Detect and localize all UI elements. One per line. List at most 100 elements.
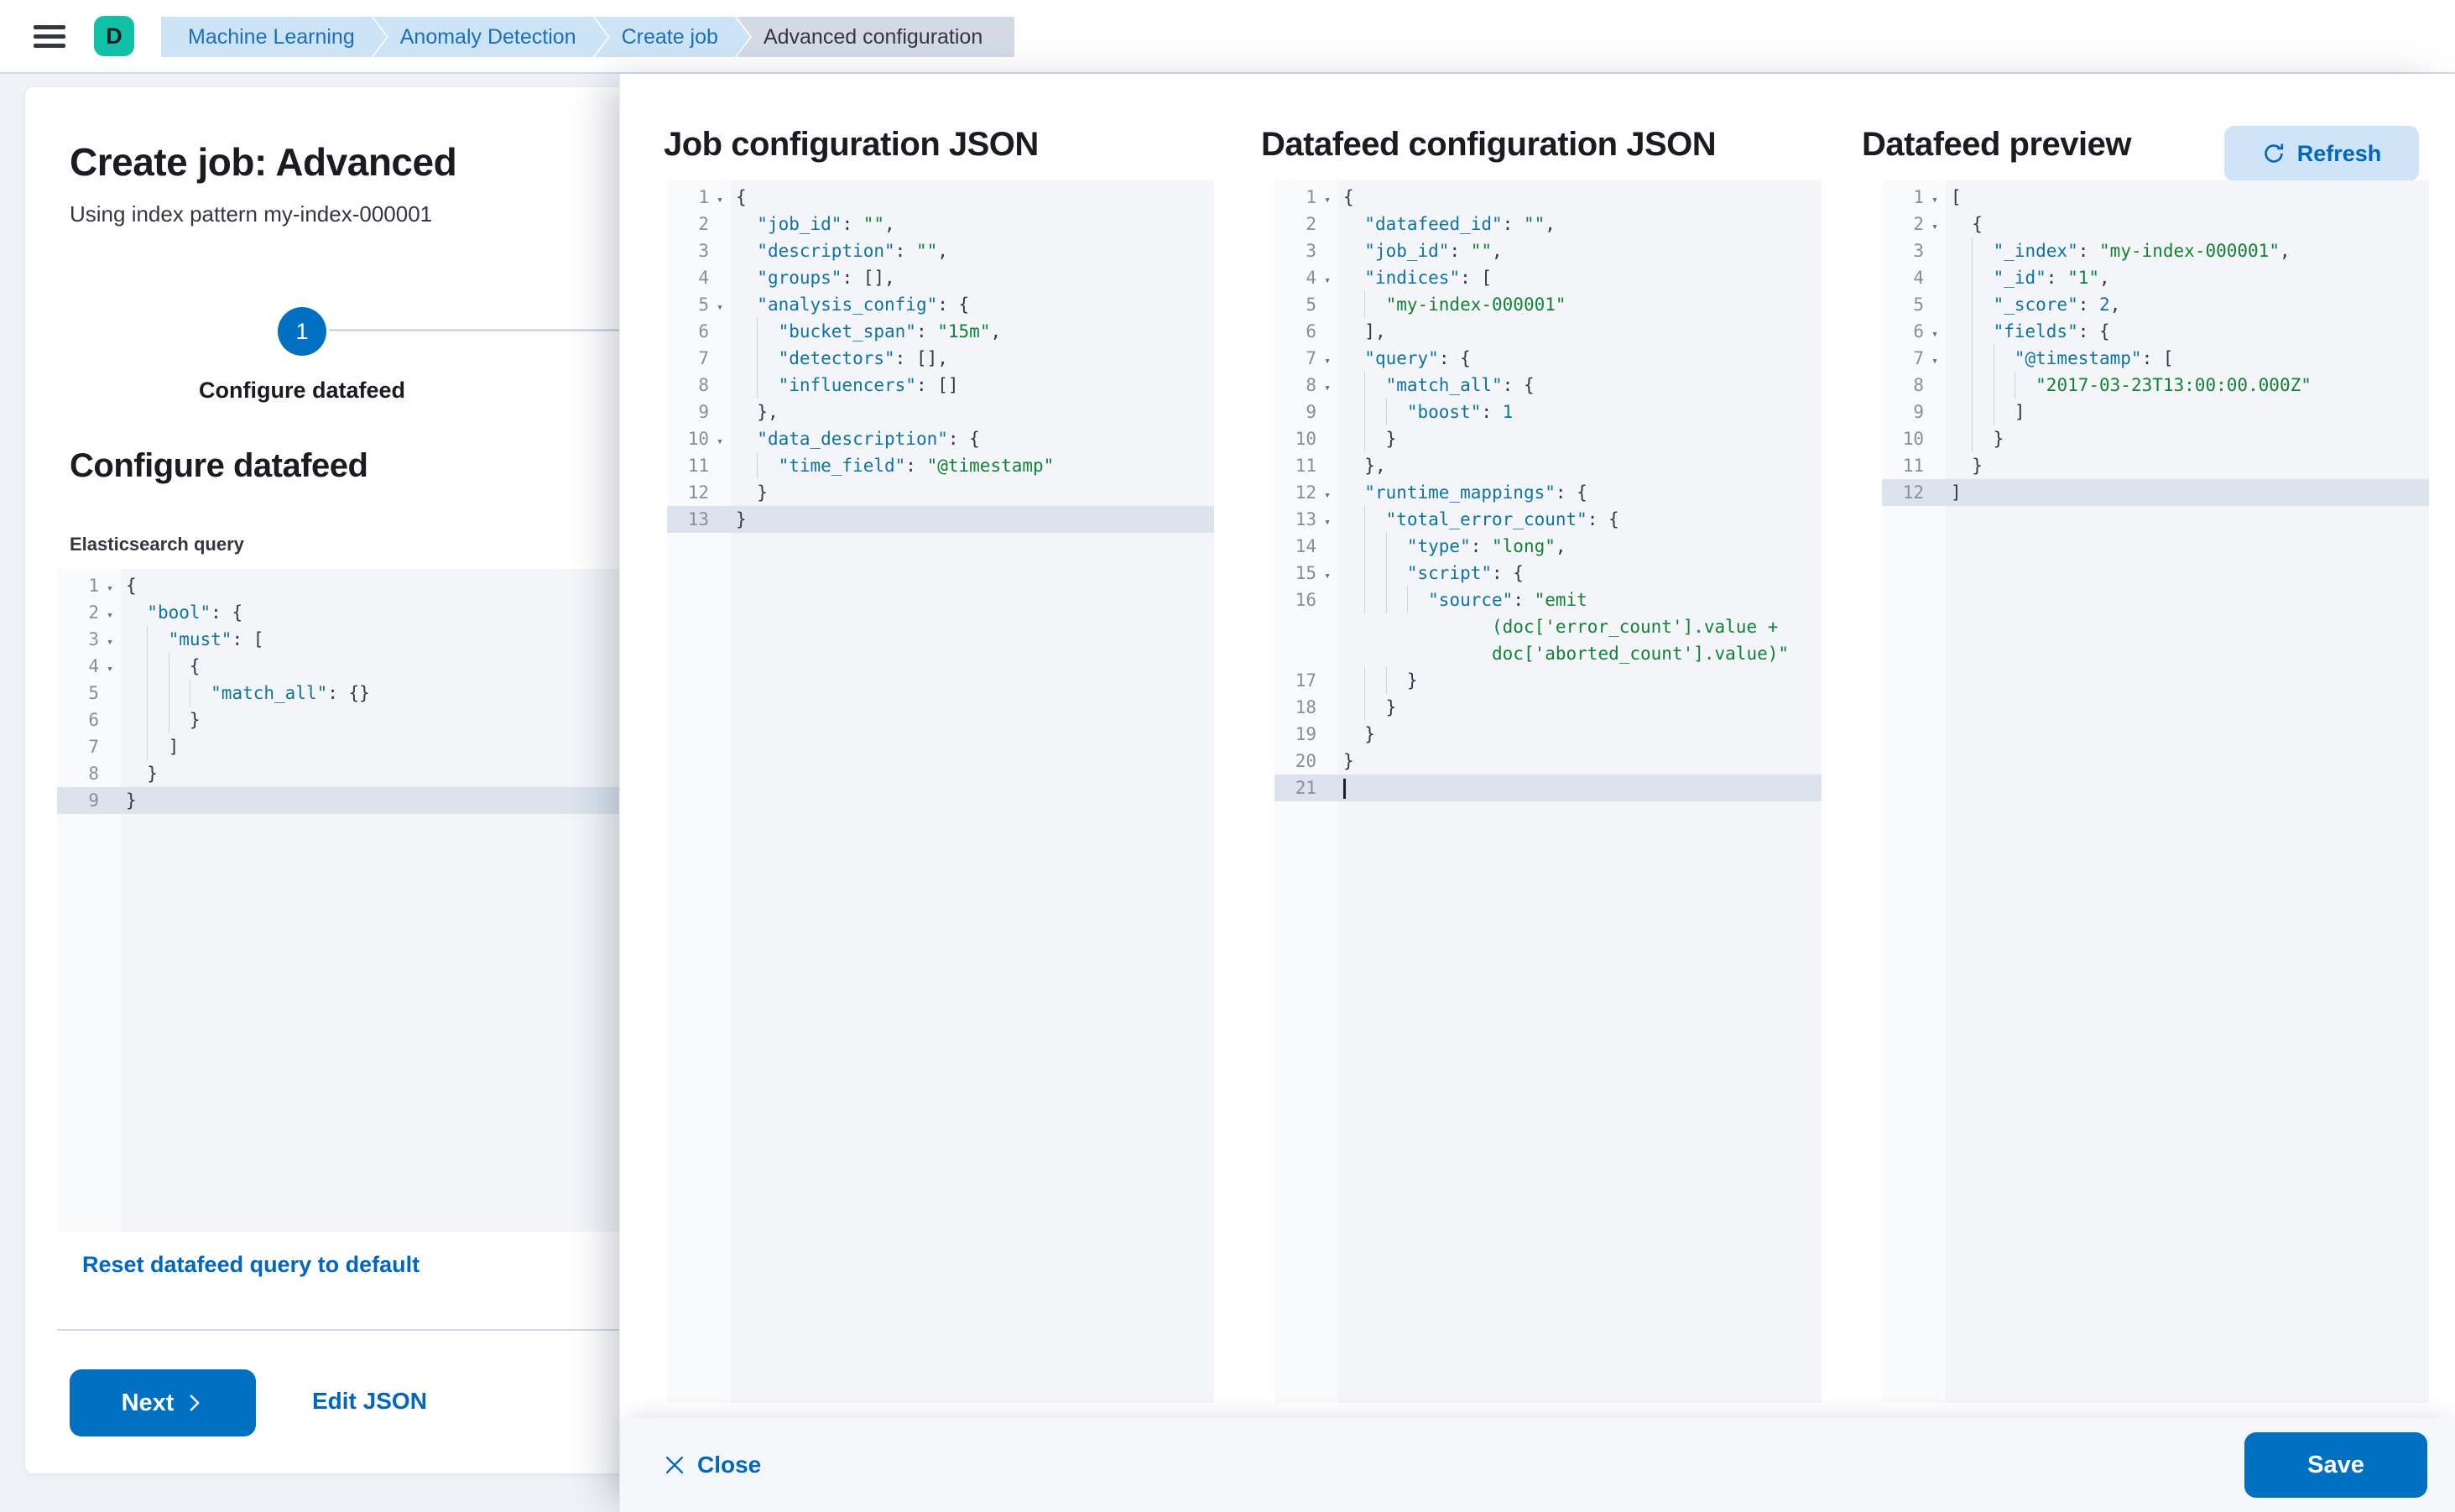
code-line[interactable]: 2 "datafeed_id": "", [1274,211,1822,237]
breadcrumb-item[interactable]: Anomaly Detection [373,17,608,57]
close-button[interactable]: Close [664,1418,761,1512]
next-button[interactable]: Next [70,1369,256,1436]
code-line[interactable]: 9 "boost": 1 [1274,399,1822,425]
code-line-wrap[interactable]: (doc['error_count'].value + [1492,617,1779,637]
code-line[interactable]: 12] [1882,479,2429,506]
fold-arrow-icon[interactable]: ▾ [1324,382,1331,394]
code-line[interactable]: 2 "job_id": "", [667,211,1214,237]
fold-arrow-icon[interactable]: ▾ [107,636,113,649]
code-line[interactable]: 13} [667,506,1214,533]
code-line[interactable]: 5 "match_all": {} [57,680,730,706]
code-line[interactable]: 1▾{ [667,184,1214,211]
page-title: Create job: Advanced [70,140,457,184]
code-line[interactable]: 10 } [1274,425,1822,452]
code-line[interactable]: 8 "influencers": [] [667,372,1214,399]
code-line[interactable]: 9 ] [1882,399,2429,425]
fold-arrow-icon[interactable]: ▾ [107,582,113,595]
save-button[interactable]: Save [2244,1432,2427,1498]
code-line[interactable]: 1▾[ [1882,184,2429,211]
code-line[interactable]: 4▾ "indices": [ [1274,264,1822,291]
code-line[interactable]: 6▾ "fields": { [1882,318,2429,345]
fold-arrow-icon[interactable]: ▾ [1324,570,1331,582]
datafeed-preview-editor[interactable]: 1▾[2▾ {3 "_index": "my-index-000001",4 "… [1882,180,2429,1403]
code-line[interactable]: 3▾ "must": [ [57,626,730,653]
fold-arrow-icon[interactable]: ▾ [717,301,723,314]
code-line[interactable]: 7▾ "@timestamp": [ [1882,345,2429,372]
line-number: 6 [698,321,709,342]
datafeed-config-editor[interactable]: 1▾{2 "datafeed_id": "",3 "job_id": "",4▾… [1274,180,1822,1403]
fold-arrow-icon[interactable]: ▾ [717,435,723,448]
code-line[interactable]: 21 [1274,774,1822,801]
code-line[interactable]: 8▾ "match_all": { [1274,372,1822,399]
fold-arrow-icon[interactable]: ▾ [1324,516,1331,529]
code-line[interactable]: 17 } [1274,667,1822,694]
code-line[interactable]: 3 "description": "", [667,237,1214,264]
job-config-editor[interactable]: 1▾{2 "job_id": "",3 "description": "",4 … [667,180,1214,1403]
code-line[interactable]: 12 } [667,479,1214,506]
code-line[interactable]: 8 } [57,760,730,787]
code-line[interactable]: 8 "2017-03-23T13:00:00.000Z" [1882,372,2429,399]
fold-arrow-icon[interactable]: ▾ [107,663,113,675]
breadcrumb-item: Advanced configuration [736,17,1015,57]
code-line[interactable]: 6 } [57,706,730,733]
elasticsearch-query-editor[interactable]: 1▾{2▾ "bool": {3▾ "must": [4▾ {5 "match_… [57,569,730,1232]
code-line[interactable]: 1▾{ [57,572,730,599]
code-line-wrap[interactable]: doc['aborted_count'].value)" [1492,644,1790,664]
code-line[interactable]: 18 } [1274,694,1822,721]
breadcrumb-item[interactable]: Create job [595,17,750,57]
code-line[interactable]: 4 "groups": [], [667,264,1214,291]
line-number: 6 [1913,321,1924,342]
code-line[interactable]: 3 "_index": "my-index-000001", [1882,237,2429,264]
space-avatar[interactable]: D [94,16,134,56]
code-line[interactable]: 20} [1274,748,1822,774]
edit-json-link[interactable]: Edit JSON [312,1388,427,1414]
fold-arrow-icon[interactable]: ▾ [1931,221,1938,233]
code-line[interactable]: 11 }, [1274,452,1822,479]
code-line[interactable]: 16 "source": "emit [1274,587,1822,613]
code-line[interactable]: 10▾ "data_description": { [667,425,1214,452]
code-line[interactable]: 5 "my-index-000001" [1274,291,1822,318]
code-line[interactable]: 6 "bucket_span": "15m", [667,318,1214,345]
code-line[interactable]: 1▾{ [1274,184,1822,211]
fold-arrow-icon[interactable]: ▾ [1931,328,1938,341]
line-number: 7 [1306,348,1316,368]
code-line[interactable]: 11 "time_field": "@timestamp" [667,452,1214,479]
fold-arrow-icon[interactable]: ▾ [1324,489,1331,502]
code-line[interactable]: 12▾ "runtime_mappings": { [1274,479,1822,506]
code-line[interactable]: 9} [57,787,730,814]
fold-arrow-icon[interactable]: ▾ [1324,274,1331,287]
fold-arrow-icon[interactable]: ▾ [717,194,723,206]
code-line[interactable]: 4▾ { [57,653,730,680]
fold-arrow-icon[interactable]: ▾ [1324,355,1331,368]
fold-arrow-icon[interactable]: ▾ [1324,194,1331,206]
code-line[interactable]: 7▾ "query": { [1274,345,1822,372]
fold-arrow-icon[interactable]: ▾ [1931,194,1938,206]
code-line[interactable]: 2▾ { [1882,211,2429,237]
code-line[interactable]: 15▾ "script": { [1274,560,1822,587]
code-line[interactable]: 7 ] [57,733,730,760]
line-number: 1 [698,187,709,207]
line-number: 7 [88,737,99,757]
wizard-step-indicator[interactable]: 1 [278,307,326,356]
code-line[interactable]: 2▾ "bool": { [57,599,730,626]
refresh-button[interactable]: Refresh [2224,126,2419,181]
menu-icon[interactable] [34,25,65,49]
close-icon [665,1456,684,1474]
line-number: 6 [1306,321,1316,342]
code-line[interactable]: 3 "job_id": "", [1274,237,1822,264]
code-line[interactable]: 19 } [1274,721,1822,748]
code-line[interactable]: 13▾ "total_error_count": { [1274,506,1822,533]
code-line[interactable]: 14 "type": "long", [1274,533,1822,560]
fold-arrow-icon[interactable]: ▾ [1931,355,1938,368]
fold-arrow-icon[interactable]: ▾ [107,609,113,622]
reset-datafeed-query-link[interactable]: Reset datafeed query to default [82,1252,420,1277]
code-line[interactable]: 5 "_score": 2, [1882,291,2429,318]
breadcrumb-item[interactable]: Machine Learning [161,17,387,57]
code-line[interactable]: 5▾ "analysis_config": { [667,291,1214,318]
code-line[interactable]: 11 } [1882,452,2429,479]
code-line[interactable]: 4 "_id": "1", [1882,264,2429,291]
code-line[interactable]: 10 } [1882,425,2429,452]
code-line[interactable]: 9 }, [667,399,1214,425]
code-line[interactable]: 7 "detectors": [], [667,345,1214,372]
code-line[interactable]: 6 ], [1274,318,1822,345]
